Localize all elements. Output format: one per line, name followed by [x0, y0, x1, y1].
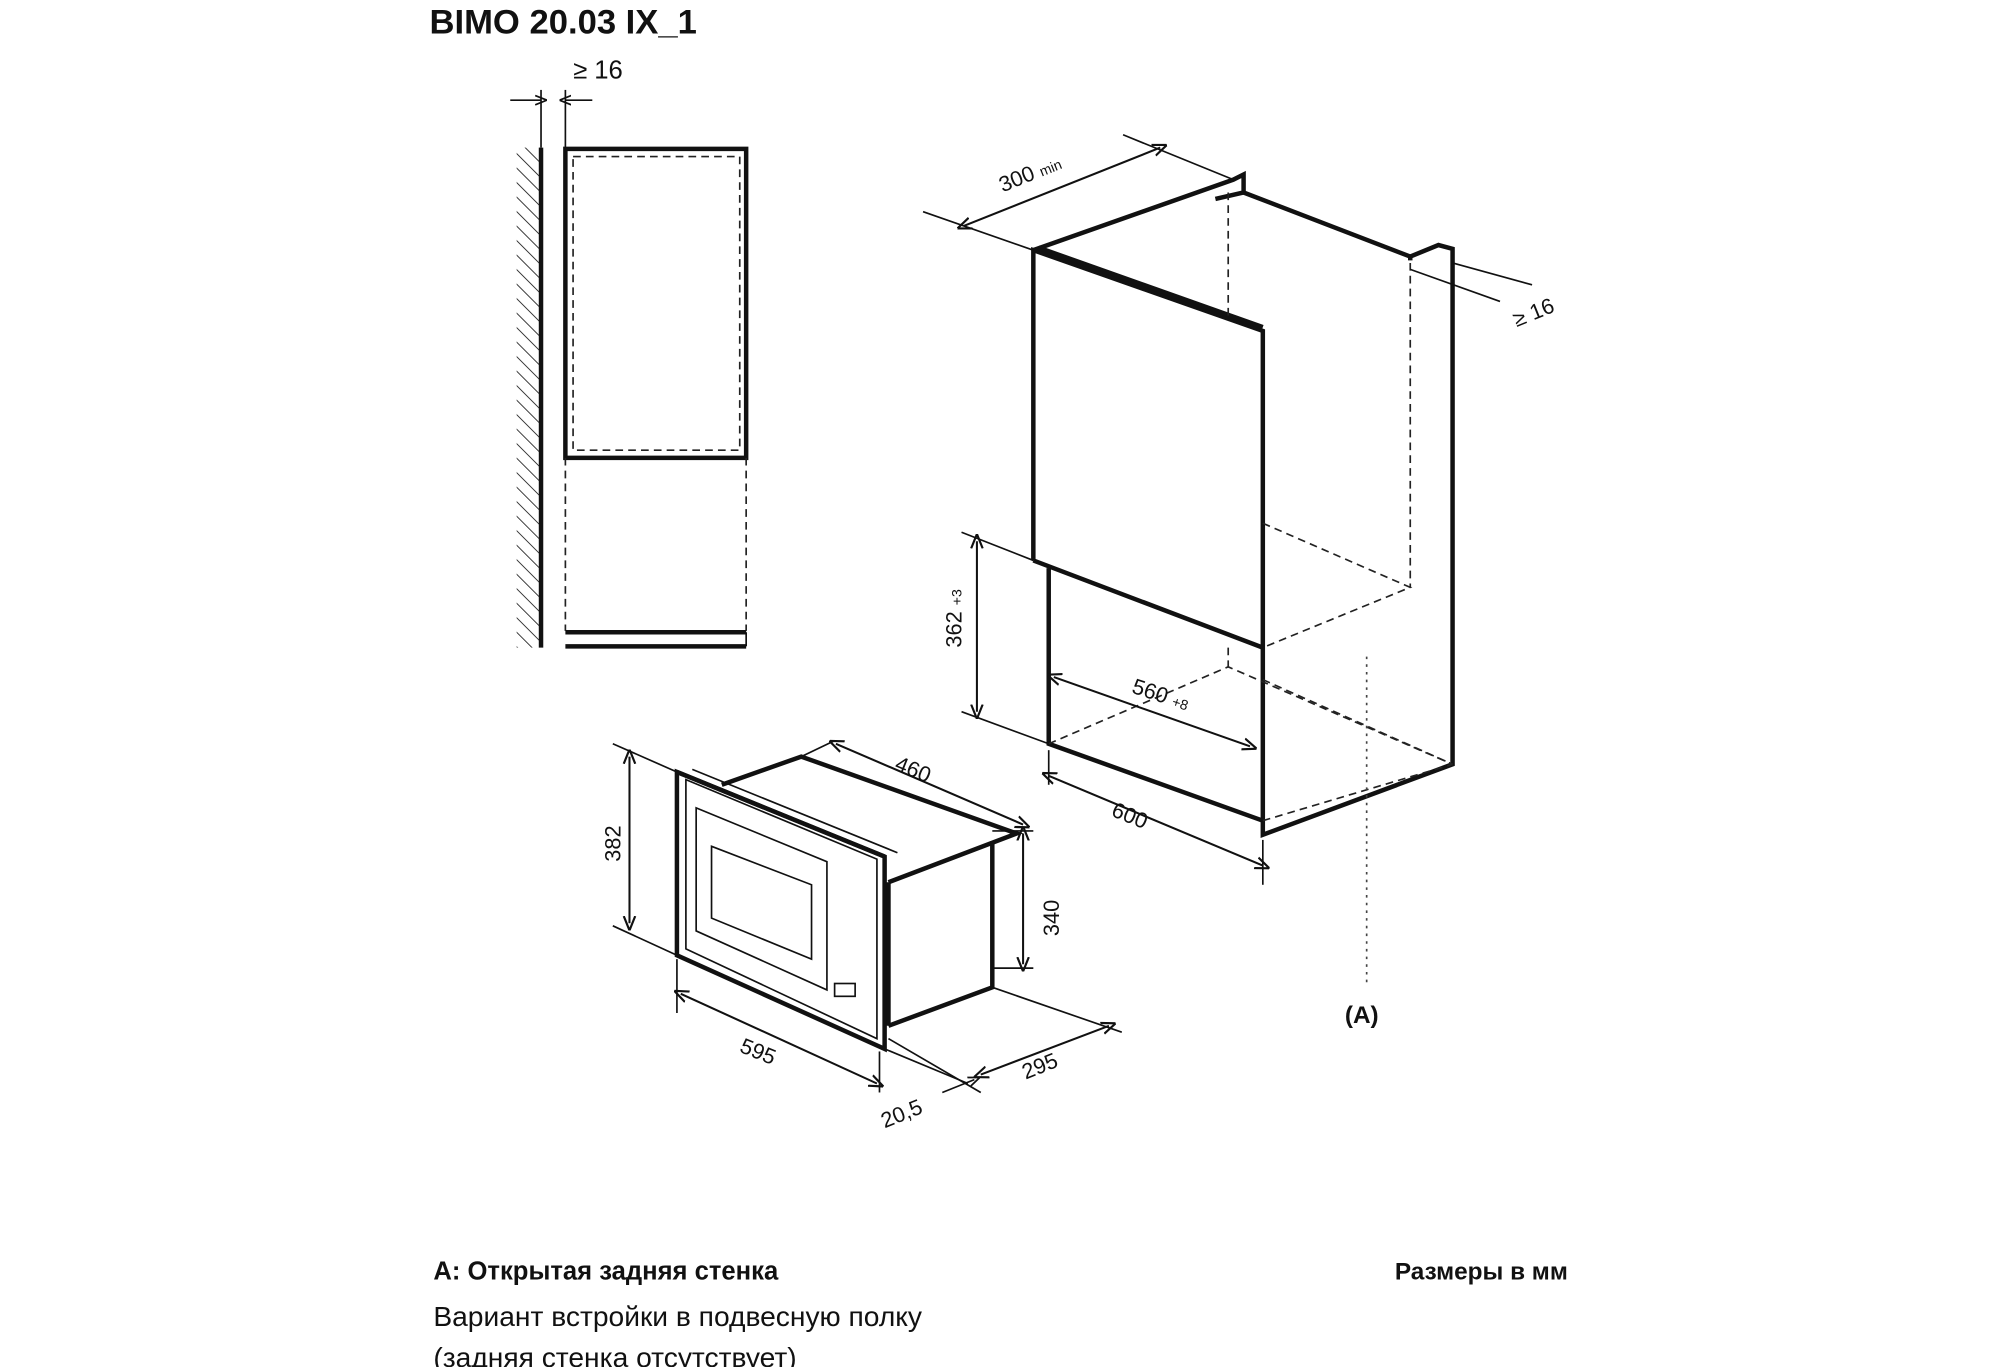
front-width-label: 595	[737, 1033, 780, 1070]
side-cabinet	[563, 146, 749, 461]
note-line-1: Вариант встройки в подвесную полку	[433, 1300, 923, 1332]
front-height-label: 382	[601, 825, 626, 861]
opening-width-label: 560 +8	[1129, 673, 1192, 715]
model-title: BIMO 20.03 IX_1	[429, 4, 696, 42]
microwave-button	[833, 982, 856, 998]
side-gap-label: ≥ 16	[1509, 293, 1558, 332]
microwave-window	[710, 845, 813, 961]
cabinet-3d: 300 min ≥ 16 362 +3 560 +8 600 (A)	[922, 134, 1558, 1029]
wall-gap-label: ≥ 16	[573, 56, 623, 84]
cabinet-width-label: 600	[1108, 797, 1151, 834]
body-height-label: 340	[1039, 900, 1064, 936]
front-thickness-label: 20,5	[877, 1094, 926, 1133]
note-a: A: Открытая задняя стенка	[433, 1258, 779, 1286]
side-view: ≥ 16	[510, 56, 749, 649]
wall-hatch	[516, 147, 540, 648]
body-depth-label: 295	[1018, 1047, 1061, 1084]
note-line-2: (задняя стенка отсутствует)	[433, 1341, 796, 1367]
units-note: Размеры в мм	[1395, 1259, 1568, 1286]
marker-a: (A)	[1345, 1002, 1379, 1029]
microwave-3d: 460 382 340 595 295 20,5	[601, 741, 1123, 1133]
opening-height-label: 362 +3	[942, 589, 967, 648]
oven-depth-label: 460	[892, 751, 935, 788]
